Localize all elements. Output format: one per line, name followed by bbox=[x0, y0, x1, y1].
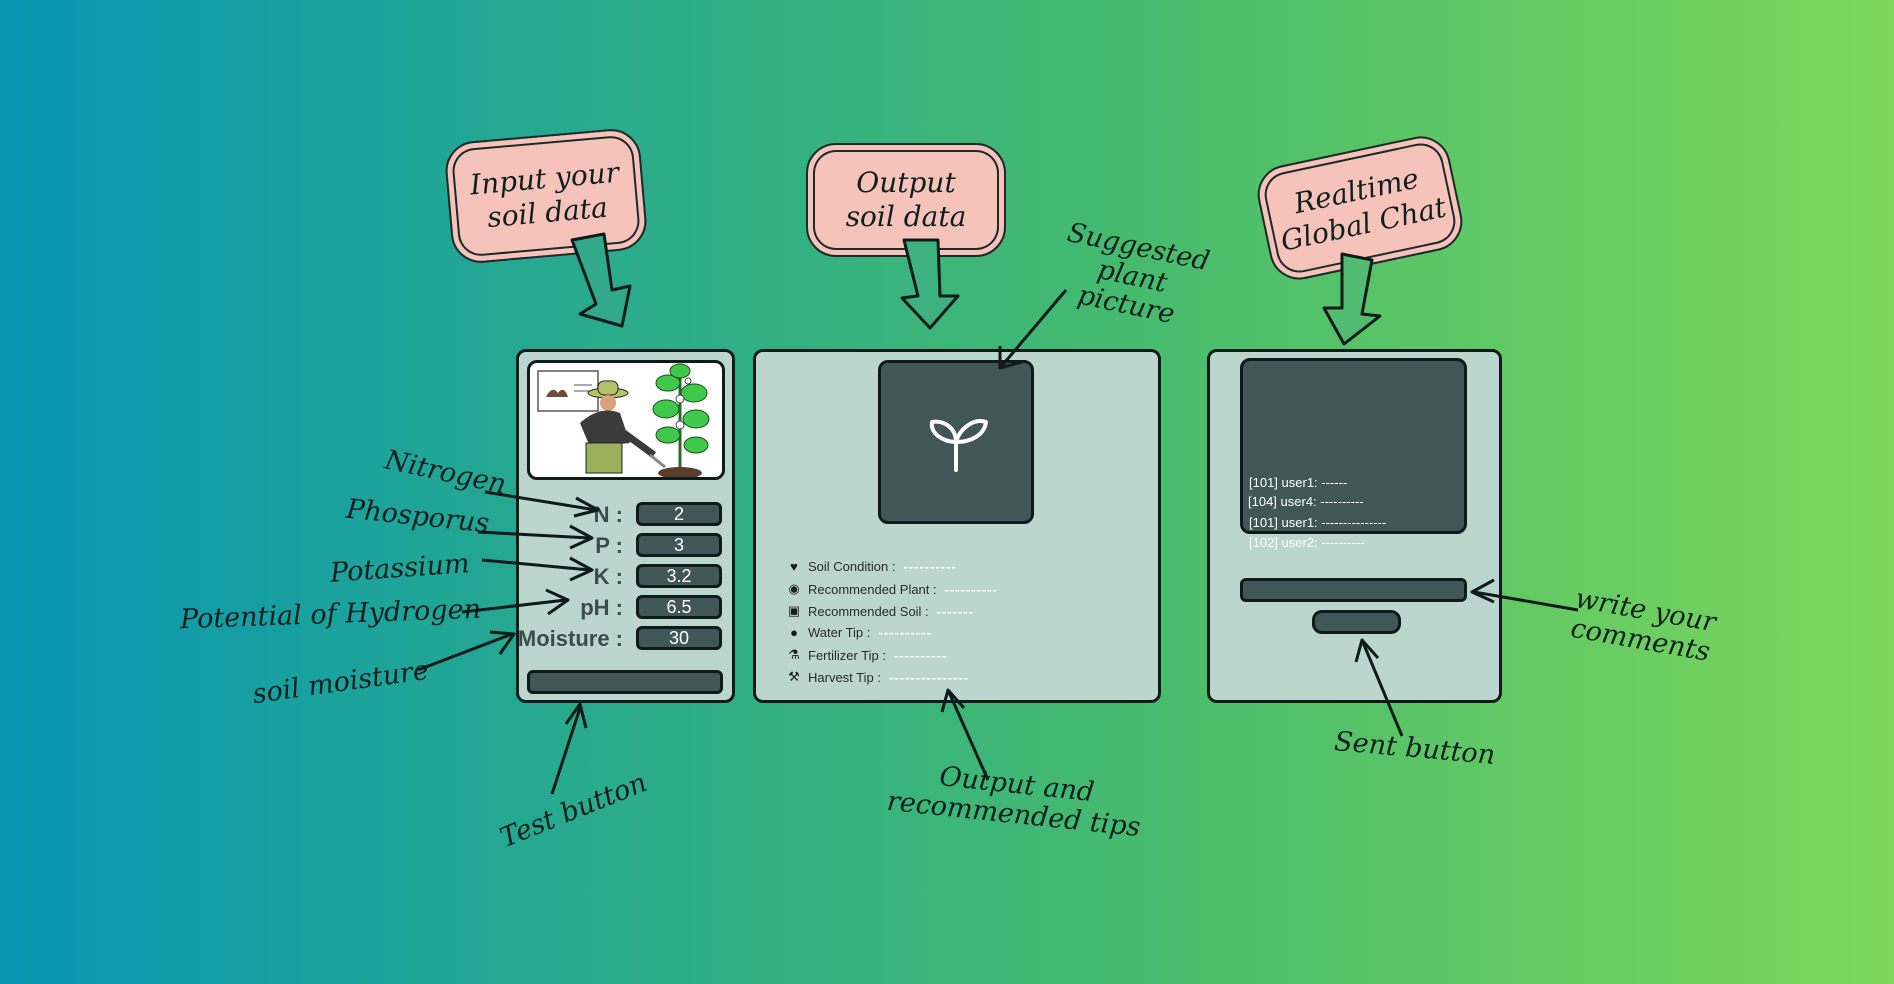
lightbulb-icon: ◉ bbox=[788, 581, 800, 596]
chat-message: [104] user4: ---------- bbox=[1248, 494, 1364, 509]
chat-message: [102] user2: ---------- bbox=[1249, 535, 1365, 550]
down-arrow-icon bbox=[900, 238, 960, 330]
output-bubble: Output soil data bbox=[806, 143, 1006, 257]
fertilizer-tip-value: ---------- bbox=[894, 647, 948, 663]
fertilizer-icon: ⚗ bbox=[788, 647, 800, 662]
heart-icon: ♥ bbox=[790, 559, 798, 574]
arrow-icon bbox=[1473, 590, 1579, 612]
phosphorus-input[interactable]: 3 bbox=[636, 533, 722, 557]
send-button[interactable] bbox=[1312, 610, 1401, 634]
recommended-plant-label: Recommended Plant : bbox=[808, 581, 937, 597]
gardener-illustration bbox=[527, 360, 725, 480]
output-panel: ♥ Soil Condition : ---------- ◉ Recommen… bbox=[753, 349, 1161, 703]
arrow-icon bbox=[569, 524, 594, 550]
chat-message: [101] user1: --------------- bbox=[1249, 515, 1387, 530]
arrow-icon bbox=[545, 588, 570, 616]
arrow-icon bbox=[573, 496, 600, 518]
arrow-icon bbox=[477, 530, 591, 540]
nitrogen-label: N : bbox=[593, 502, 623, 527]
recommended-soil-label: Recommended Soil : bbox=[808, 603, 929, 619]
arrow-icon bbox=[940, 688, 966, 713]
arrow-icon bbox=[569, 556, 594, 582]
water-tip-label: Water Tip : bbox=[808, 625, 871, 640]
arrow-icon bbox=[946, 689, 990, 781]
recommended-plant-value: ---------- bbox=[944, 581, 998, 597]
arrow-icon bbox=[998, 289, 1068, 369]
chat-message: [101] user1: ------ bbox=[1249, 475, 1348, 490]
sprout-icon bbox=[929, 419, 988, 472]
arrow-icon bbox=[1470, 578, 1495, 604]
ph-label: pH : bbox=[580, 595, 623, 620]
input-panel: N : 2 P : 3 K : 3.2 pH : 6.5 Moisture : … bbox=[516, 349, 735, 703]
water-tip-row: ● Water Tip : ---------- bbox=[786, 625, 932, 640]
soil-condition-row: ♥ Soil Condition : ---------- bbox=[786, 559, 957, 574]
soil-condition-value: ---------- bbox=[903, 559, 957, 574]
fertilizer-tip-row: ⚗ Fertilizer Tip : ---------- bbox=[786, 647, 947, 663]
arrow-icon bbox=[1354, 638, 1380, 663]
arrow-icon bbox=[489, 630, 516, 655]
arrow-icon bbox=[484, 490, 597, 512]
chat-comment-input[interactable] bbox=[1240, 578, 1467, 602]
moisture-input[interactable]: 30 bbox=[636, 626, 722, 650]
water-drop-icon: ● bbox=[790, 625, 798, 640]
arrow-icon bbox=[461, 598, 567, 614]
soil-condition-label: Soil Condition : bbox=[808, 559, 896, 574]
ph-input[interactable]: 6.5 bbox=[636, 595, 722, 619]
down-arrow-icon bbox=[1322, 252, 1382, 346]
arrow-icon bbox=[1360, 639, 1404, 737]
recommended-soil-value: ------- bbox=[936, 603, 974, 619]
chat-messages-box: [101] user1: ------ [104] user4: -------… bbox=[1240, 358, 1467, 550]
recommended-soil-row: ▣ Recommended Soil : ------- bbox=[786, 603, 974, 619]
harvest-tip-row: ⚒ Harvest Tip : --------------- bbox=[786, 669, 969, 685]
water-tip-value: ---------- bbox=[878, 625, 932, 640]
arrow-icon bbox=[417, 632, 513, 672]
soil-bag-icon: ▣ bbox=[787, 603, 801, 618]
arrow-icon bbox=[481, 558, 591, 572]
arrow-icon bbox=[564, 702, 588, 729]
down-arrow-icon bbox=[570, 232, 632, 328]
recommended-plant-row: ◉ Recommended Plant : ---------- bbox=[786, 581, 998, 597]
potassium-label: K : bbox=[593, 564, 623, 589]
harvest-tip-value: --------------- bbox=[888, 669, 969, 685]
plant-picture bbox=[878, 360, 1034, 524]
arrow-icon bbox=[550, 707, 582, 795]
potassium-input[interactable]: 3.2 bbox=[636, 564, 722, 588]
chat-panel: [101] user1: ------ [104] user4: -------… bbox=[1207, 349, 1502, 703]
phosphorus-label: P : bbox=[595, 533, 623, 558]
moisture-label: Moisture : bbox=[517, 626, 623, 651]
arrow-icon bbox=[998, 346, 1023, 370]
fertilizer-tip-label: Fertilizer Tip : bbox=[808, 647, 887, 663]
nitrogen-input[interactable]: 2 bbox=[636, 502, 722, 526]
test-button[interactable] bbox=[527, 670, 723, 694]
harvest-icon: ⚒ bbox=[788, 669, 800, 684]
harvest-tip-label: Harvest Tip : bbox=[808, 669, 881, 685]
